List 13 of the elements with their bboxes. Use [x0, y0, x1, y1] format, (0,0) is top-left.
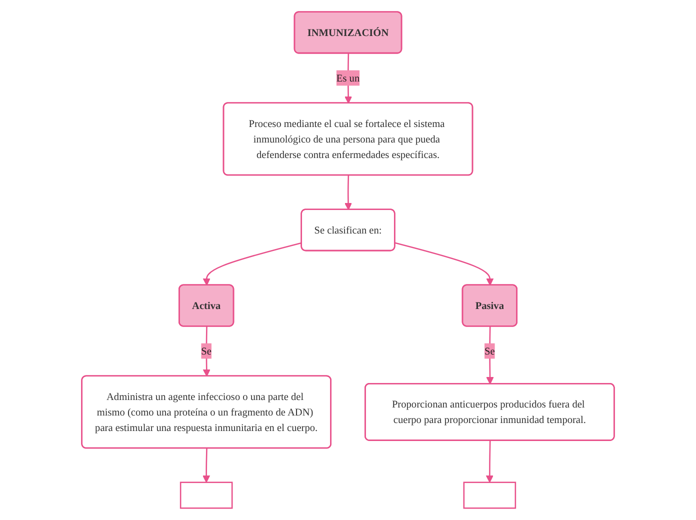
node-box: [463, 482, 516, 509]
arrow: [202, 448, 210, 483]
edge-label: Se: [201, 345, 212, 358]
edge-label: Es un: [336, 72, 360, 84]
arrow: [202, 326, 210, 377]
arrow: [344, 175, 352, 210]
arrow: [486, 440, 494, 483]
edge-label: Se: [484, 345, 495, 358]
node-box: [180, 482, 233, 509]
arrow: [344, 54, 352, 104]
arrow: [486, 326, 494, 384]
arrow: [394, 242, 494, 286]
arrow: [202, 242, 302, 286]
